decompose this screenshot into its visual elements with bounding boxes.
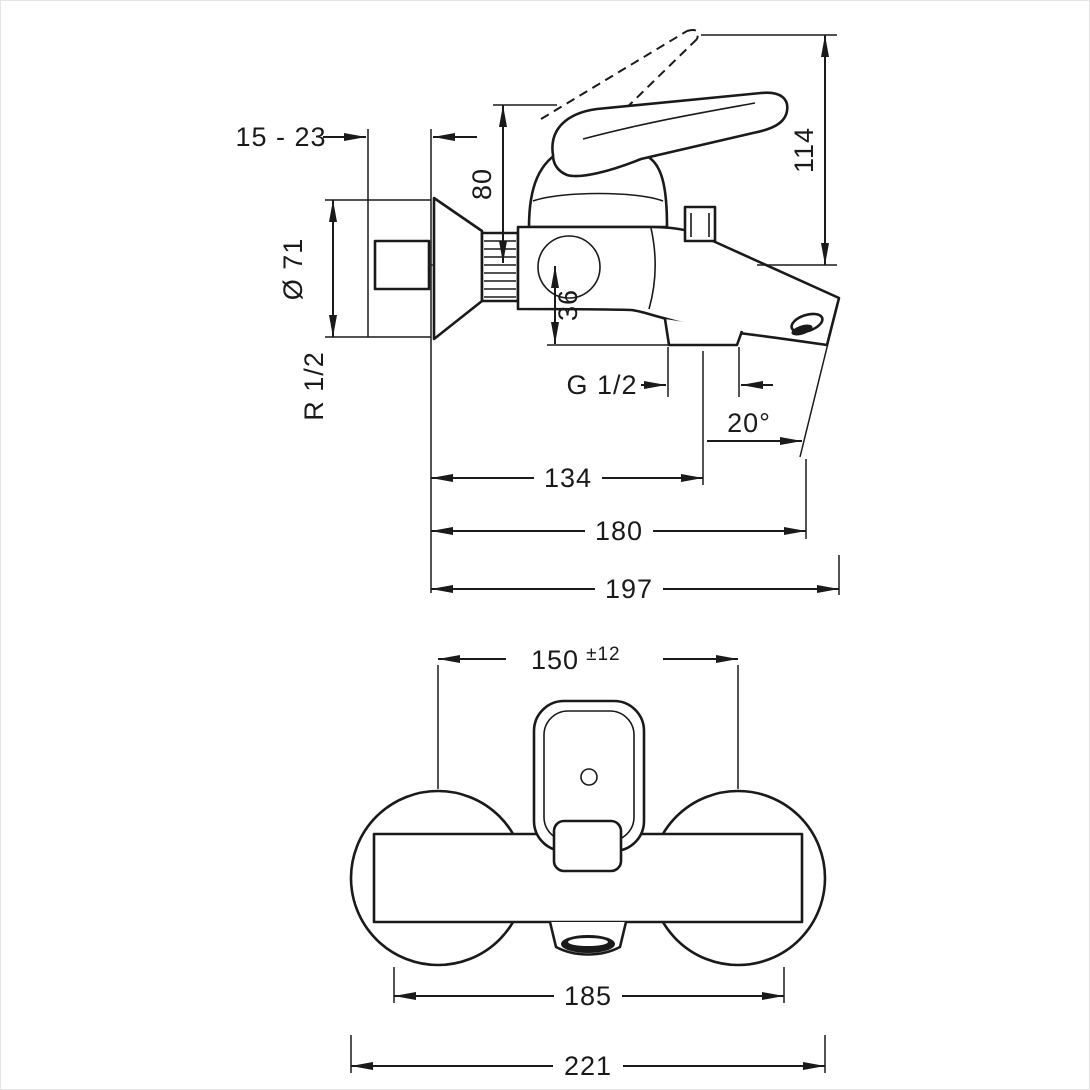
spout-tip-hole [791,324,813,336]
dim-150-value: 150 [531,645,579,675]
dim-label-overall-height: 114 [789,127,819,173]
dim-label-spout-drop: 36 [553,289,583,321]
dim-150-tolerance: ±12 [586,644,621,665]
dim-escutcheon-diameter: Ø 71 [278,199,431,338]
handle-raised-tip [686,29,699,40]
front-view: 150 ±12 185 221 [349,644,827,1081]
dim-spout-drop: 36 [547,266,671,346]
dim-overall-reach: 197 [431,555,840,604]
dim-180-mask [585,516,653,545]
dim-spout-angle: 20° [707,330,832,458]
dim-overall-width: 221 [350,1035,826,1081]
dim-label-connection-distance: 150 ±12 [531,644,621,675]
dim-body-width: 185 [393,967,785,1011]
dim-20-slant-line [799,330,832,458]
dim-185-mask [554,981,622,1010]
dim-label-body-width: 185 [564,981,612,1011]
dim-label-spout-reach: 134 [544,463,592,493]
handle-screw [580,768,598,786]
spout-front [552,819,623,873]
spout-bottom [548,921,628,956]
dim-label-escutcheon-diameter: Ø 71 [278,238,308,301]
threaded-section [480,231,520,303]
dim-label-wall-thread: R 1/2 [299,351,329,421]
handle-raised-top-line [540,30,688,120]
hose-outlet [663,318,744,347]
lever-handle [551,91,789,178]
spout-opening-highlight [568,938,608,946]
dim-221-mask [553,1051,623,1080]
dim-label-wall-depth: 15 - 23 [235,122,326,152]
lever-handle-crease [582,102,756,140]
dim-label-outlet-thread: G 1/2 [566,370,637,400]
dim-label-spout-angle: 20° [727,408,771,438]
dim-handle-height: 80 [467,104,557,263]
escutcheon-cone [432,196,484,341]
diverter-knob [683,205,717,243]
dim-spout-reach: 134 [431,351,704,493]
cartridge-ring-line [532,192,664,202]
dim-197-mask [595,574,663,603]
dim-outlet-thread: G 1/2 [566,347,773,400]
dim-label-overall-width: 221 [564,1051,612,1081]
side-view: 15 - 23 Ø 71 R 1/2 80 114 36 [235,29,841,604]
dim-label-reach-mid: 180 [595,516,643,546]
threaded-section-body [480,231,520,303]
dim-overall-height: 114 [701,34,837,266]
dim-connection-distance: 150 ±12 [437,644,739,789]
dim-label-handle-height: 80 [467,168,497,200]
diverter-knob-body [683,205,717,243]
dim-134-mask [534,463,602,492]
connection-cross-section-circle [537,235,601,299]
dim-label-overall-reach: 197 [605,574,653,604]
dim-reach-mid: 180 [431,459,807,546]
dim-wall-depth: 15 - 23 [235,122,477,152]
spout-tip-opening [790,312,824,336]
body-spout-junction-line [648,227,657,310]
s-union-block [373,239,431,291]
